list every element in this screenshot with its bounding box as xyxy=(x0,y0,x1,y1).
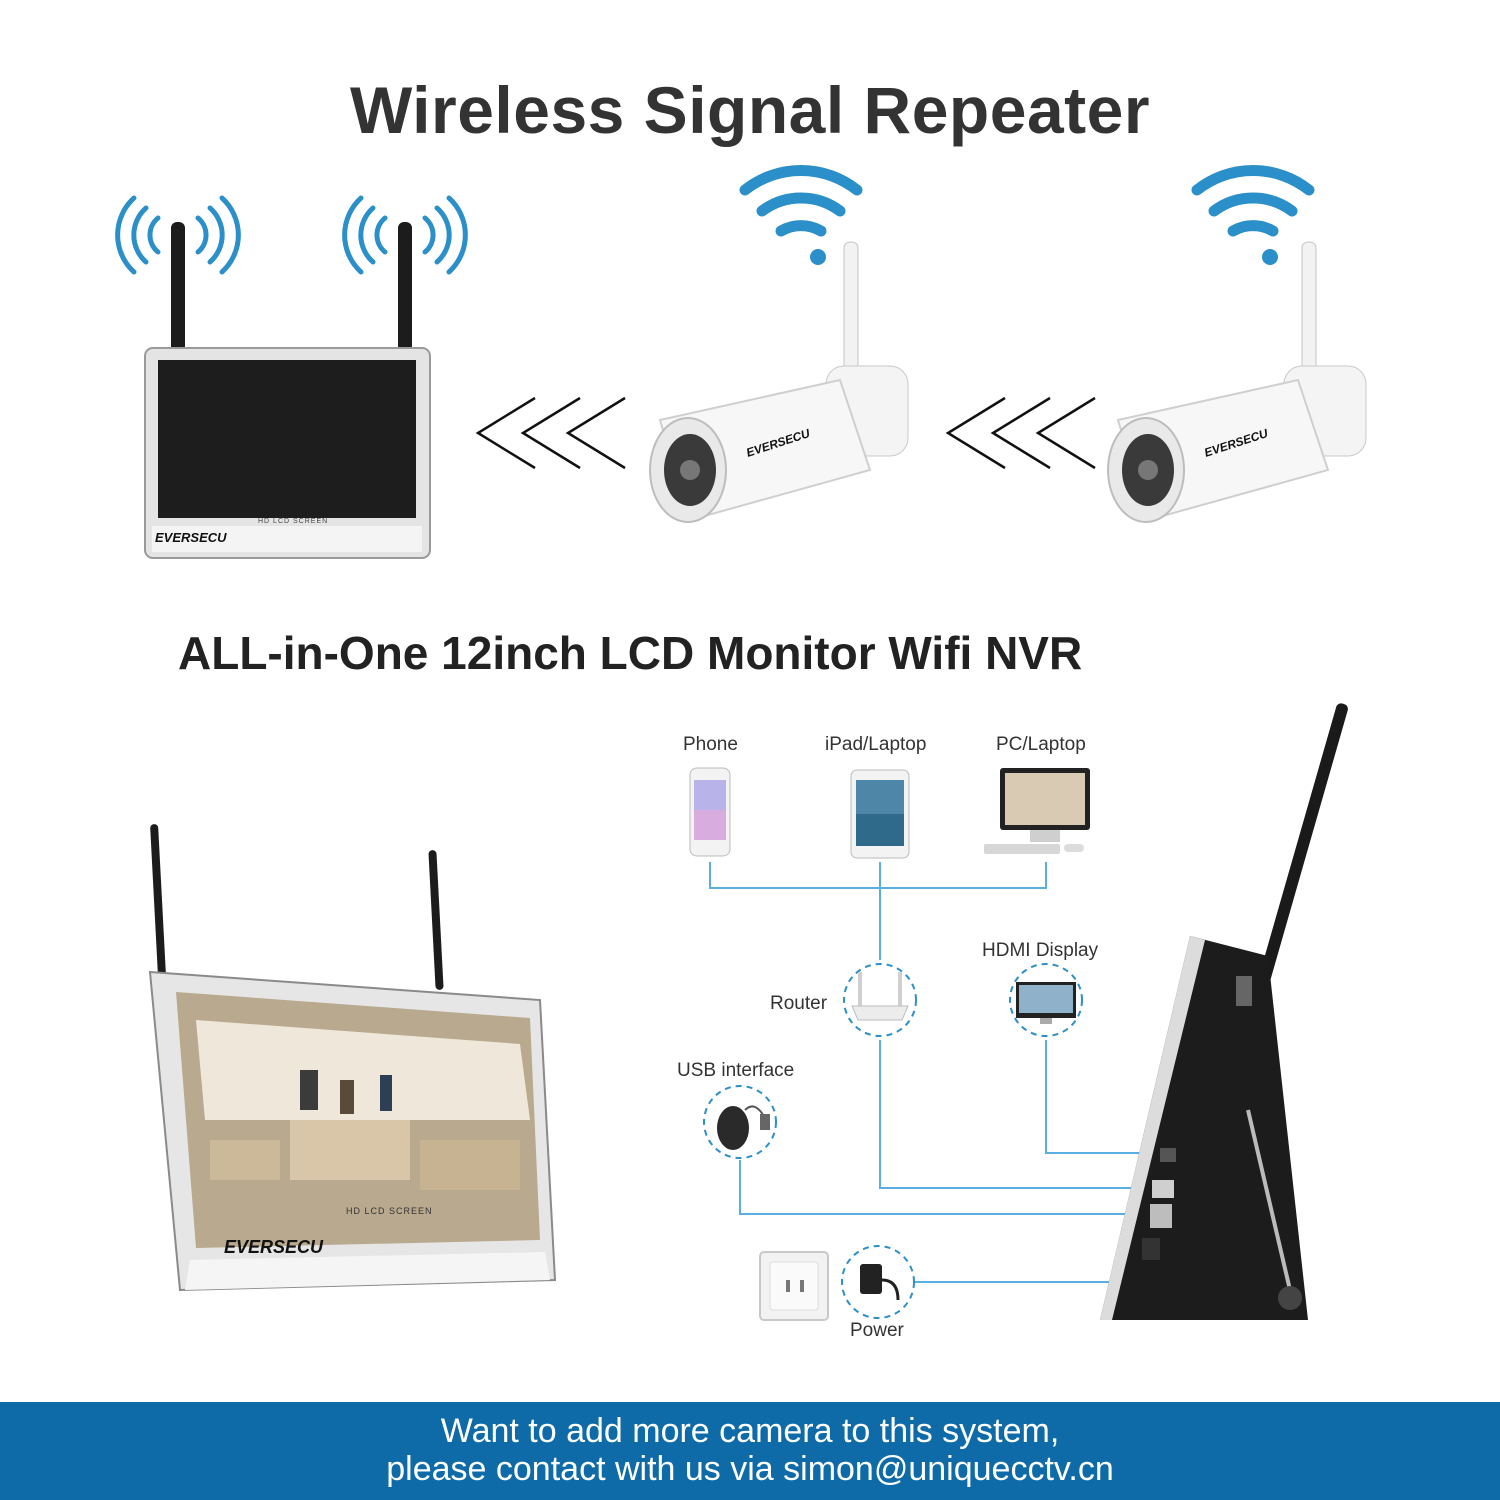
label-router: Router xyxy=(770,993,828,1014)
radio-wave-icon xyxy=(342,195,468,275)
pc-icon xyxy=(984,768,1090,854)
page-title: Wireless Signal Repeater xyxy=(349,73,1151,147)
radio-wave-icon xyxy=(115,195,241,275)
chevron-left-icon xyxy=(945,396,1096,470)
wifi-signal-icon xyxy=(739,164,863,265)
power-adapter-icon xyxy=(841,1245,915,1319)
label-ipad-laptop: iPad/Laptop xyxy=(825,734,927,755)
nvr-monitor-large xyxy=(148,824,557,1292)
nvr-monitor-top xyxy=(144,347,431,559)
label-hdmi-display: HDMI Display xyxy=(982,940,1099,961)
wall-socket-icon xyxy=(759,1251,829,1321)
label-power: Power xyxy=(850,1320,904,1341)
label-usb-interface: USB interface xyxy=(677,1060,795,1081)
brand-logo-large: EVERSECU xyxy=(224,1237,324,1257)
footer-line-1: Want to add more camera to this system, xyxy=(440,1412,1060,1450)
wifi-signal-icon xyxy=(1191,164,1315,265)
nvr-antenna-left xyxy=(171,222,185,352)
connection-diagram xyxy=(148,703,1348,1321)
connection-lines xyxy=(709,862,1160,1283)
label-phone: Phone xyxy=(683,734,738,755)
camera-2 xyxy=(1107,241,1367,523)
label-pc-laptop: PC/Laptop xyxy=(996,734,1086,755)
phone-icon xyxy=(689,767,731,857)
nvr-side-view xyxy=(1100,703,1348,1320)
camera-1 xyxy=(649,241,909,523)
tablet-icon xyxy=(850,769,910,859)
page-subtitle: ALL-in-One 12inch LCD Monitor Wifi NVR xyxy=(178,627,1083,679)
repeater-diagram xyxy=(115,164,1367,559)
nvr-antenna-right xyxy=(398,222,412,352)
brand-logo-top: EVERSECU xyxy=(155,530,227,545)
router-icon xyxy=(843,963,917,1037)
footer-banner: Want to add more camera to this system, … xyxy=(0,1402,1500,1500)
mouse-icon xyxy=(703,1085,777,1159)
screen-label-top: HD LCD SCREEN xyxy=(258,518,329,525)
footer-line-2: please contact with us via simon@uniquec… xyxy=(386,1450,1114,1488)
screen-label-large: HD LCD SCREEN xyxy=(346,1206,433,1216)
hdmi-display-icon xyxy=(1009,963,1083,1037)
chevron-left-icon xyxy=(475,396,626,470)
